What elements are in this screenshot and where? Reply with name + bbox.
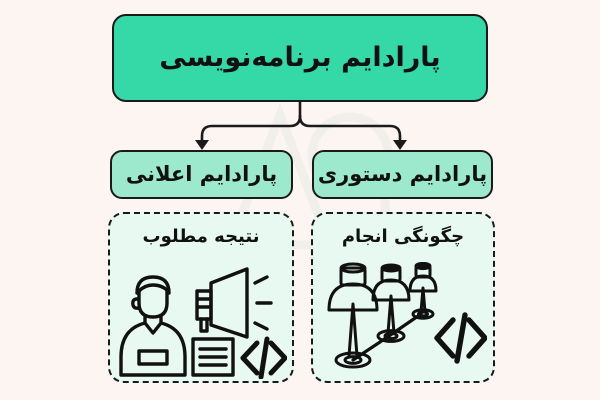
branch-node-declarative[interactable]: پارادایم اعلانی (110, 150, 293, 199)
root-node-label: پارادایم برنامه‌نویسی (159, 42, 441, 74)
pushpin-path-icon (327, 262, 487, 369)
branch-node-declarative-label: پارادایم اعلانی (125, 161, 278, 186)
root-node[interactable]: پارادایم برنامه‌نویسی (112, 14, 488, 102)
detail-card-declarative-artwork (110, 258, 292, 382)
branch-node-imperative[interactable]: پارادایم دستوری (312, 150, 493, 199)
detail-card-imperative-artwork (313, 258, 493, 382)
detail-card-imperative-label: چگونگی انجام (341, 226, 465, 247)
detail-card-declarative[interactable]: نتیجه مطلوب (108, 212, 294, 383)
branch-node-imperative-label: پارادایم دستوری (317, 161, 488, 186)
person-megaphone-icon (119, 267, 287, 379)
detail-card-declarative-label: نتیجه مطلوب (142, 226, 260, 247)
code-brackets-icon (434, 312, 487, 364)
detail-card-imperative[interactable]: چگونگی انجام (311, 212, 495, 383)
